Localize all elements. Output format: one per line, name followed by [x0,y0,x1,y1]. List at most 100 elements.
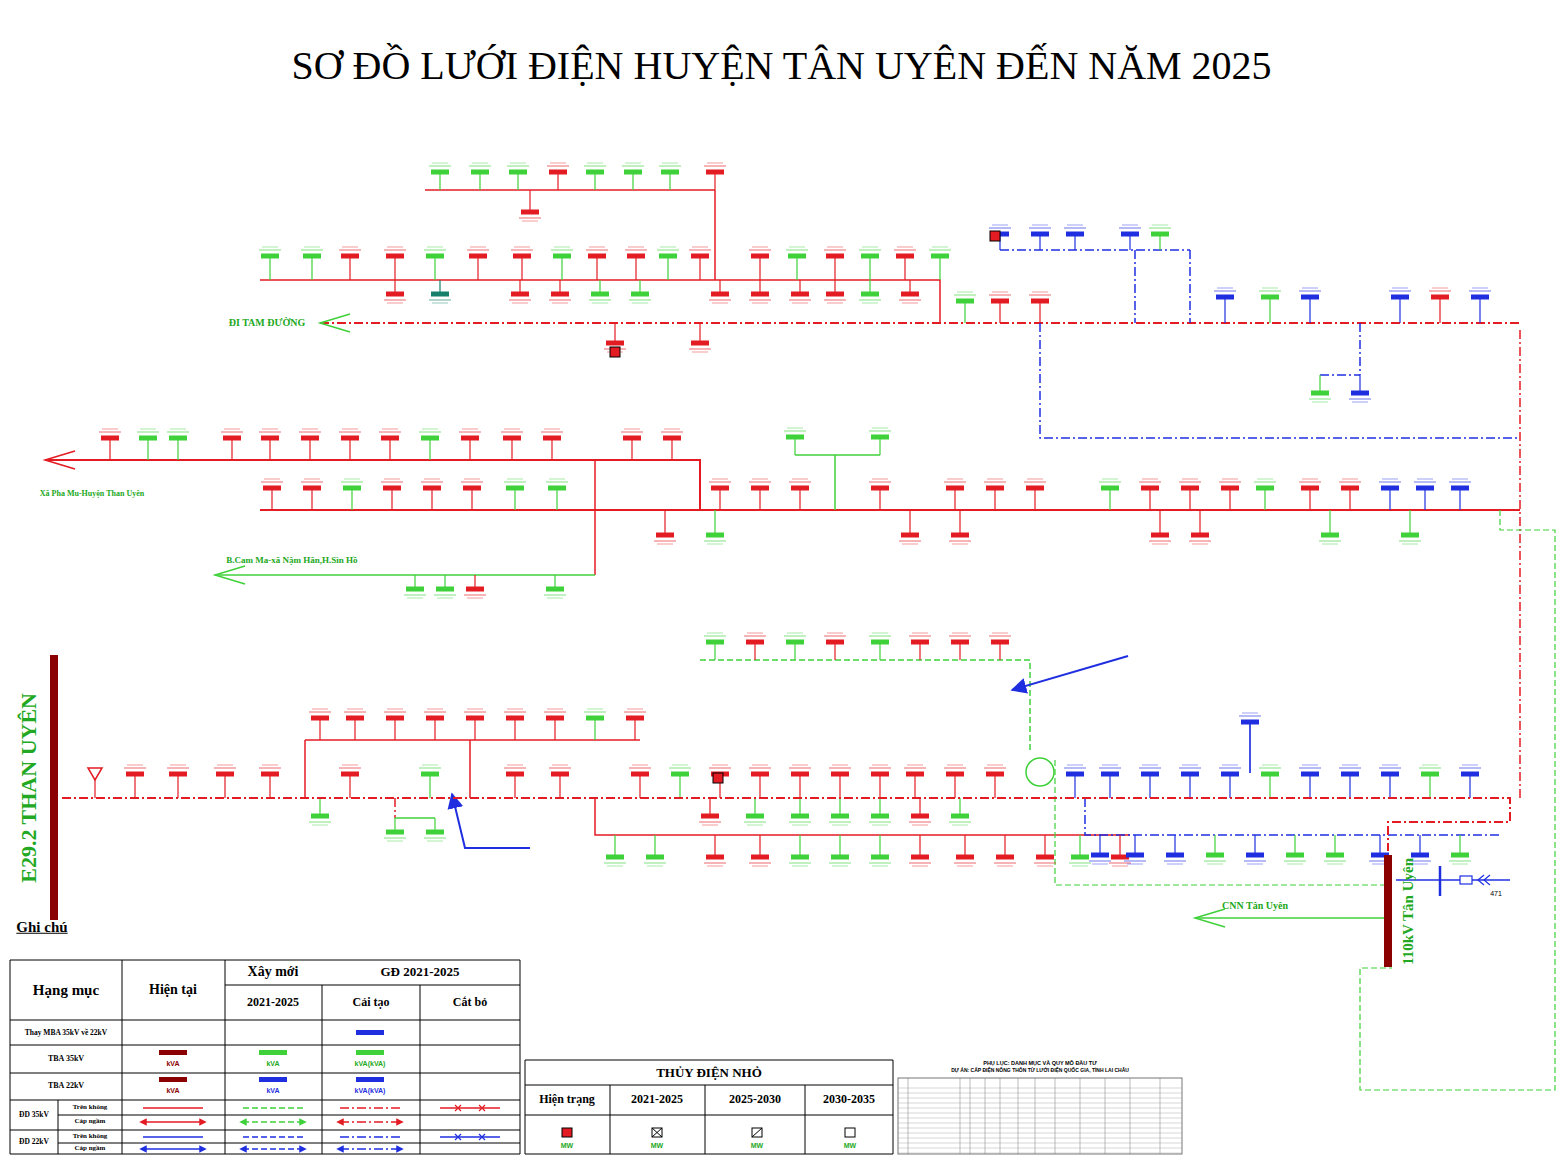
power-line [1134,250,1136,323]
substation-symbol [1179,479,1201,510]
power-line [215,574,595,576]
substation-symbol [949,633,971,660]
substation-symbol [669,765,691,798]
legend-text: Trên không [73,1104,108,1112]
direction-arrow [215,566,245,584]
substation-symbol [1244,835,1266,864]
substation-symbol [899,280,921,303]
substation-symbol [829,765,851,798]
table-cell: kVA [266,1087,279,1095]
substation-symbol [1284,835,1306,864]
substation-symbol [749,479,771,510]
table-header: 2025-2030 [729,1093,781,1106]
substation-symbol [1309,375,1331,402]
substation-symbol [1034,835,1056,866]
substation-symbol [949,510,971,544]
substation-symbol [744,798,766,825]
substation-symbol [629,280,651,303]
substation-symbol [1069,835,1091,866]
substation-symbol [1449,835,1471,864]
substation-symbol [789,835,811,866]
power-line [45,460,700,510]
power-line [469,740,471,798]
substation-symbol [989,292,1011,323]
substation-symbol [429,163,451,190]
substation-symbol [1124,835,1146,864]
legend-line-sample [143,1122,203,1123]
substation-symbol [749,835,771,866]
substation-symbol [654,510,676,544]
substation-symbol [954,292,976,323]
substation-symbol [1204,835,1226,864]
substation-symbol [507,163,529,190]
direction-arrow [1195,909,1225,927]
busbar [50,655,58,920]
power-line [1040,323,1520,438]
substation-symbol [909,633,931,660]
hydro-sample [845,1128,855,1137]
table-header: Hiện trạng [539,1093,595,1106]
substation-symbol [954,835,976,866]
legend-text: Trên không [73,1133,108,1141]
substation-symbol [621,429,643,460]
substation-symbol [469,163,491,190]
substation-symbol [434,575,456,598]
callout-arrow [452,794,530,848]
substation-symbol [546,479,568,510]
feeder-lines [45,190,1555,1090]
power-line [260,509,1520,511]
substation-symbol [709,479,731,510]
substation-symbol [301,479,323,510]
substation-symbol [704,510,726,544]
substation-symbol [1414,479,1436,510]
substation-symbol [1179,765,1201,798]
substation-symbol [659,163,681,190]
substation-symbol [994,835,1016,866]
substation-symbol [1319,510,1341,544]
substation-symbol [869,428,891,455]
table-header: Xây mới [248,964,299,979]
substation-symbol [584,709,606,740]
substation-symbol [904,765,926,798]
busbar-label: 110kV Tân Uyên [1400,858,1417,965]
substation-symbol [549,765,571,798]
table-cell: MW [561,1142,573,1150]
substation-symbol [1064,765,1086,798]
substation-symbol [1324,835,1346,864]
legend-line-sample [243,1149,303,1150]
substation-symbol [824,633,846,660]
power-line [1519,330,1521,798]
substation-symbol [467,247,489,280]
substation-symbol [629,765,651,798]
substation-symbol [421,479,443,510]
substation-symbol [657,247,679,280]
table-cell: ĐD 35kV [19,1111,49,1119]
substation-symbol [749,247,771,280]
substation-symbol [1459,765,1481,798]
substation-symbol [744,633,766,660]
substation-symbol [824,280,846,303]
substation-symbol [384,280,406,303]
appendix-heading: DỰ ÁN: CẤP ĐIỆN NÔNG THÔN TỪ LƯỚI ĐIỆN Q… [951,1068,1129,1074]
table-header: Cắt bỏ [453,996,487,1009]
substation-symbol [1449,479,1471,510]
substation-symbol [1214,288,1236,323]
substation-symbol [869,633,891,660]
table-cell: kVA(kVA) [355,1087,386,1095]
legend-sample [159,1077,187,1082]
power-line [700,660,1030,750]
legend-line-sample [243,1137,303,1138]
substation-symbol [1164,835,1186,864]
substation-symbol [749,765,771,798]
breaker-symbol [1460,876,1472,884]
substation-symbol [1299,288,1321,323]
legend-line-sample [143,1137,203,1138]
substation-symbol [1399,510,1421,544]
substation-symbol [167,765,189,798]
substation-symbol [899,510,921,544]
power-line [1189,250,1191,323]
substation-symbol [309,798,331,825]
